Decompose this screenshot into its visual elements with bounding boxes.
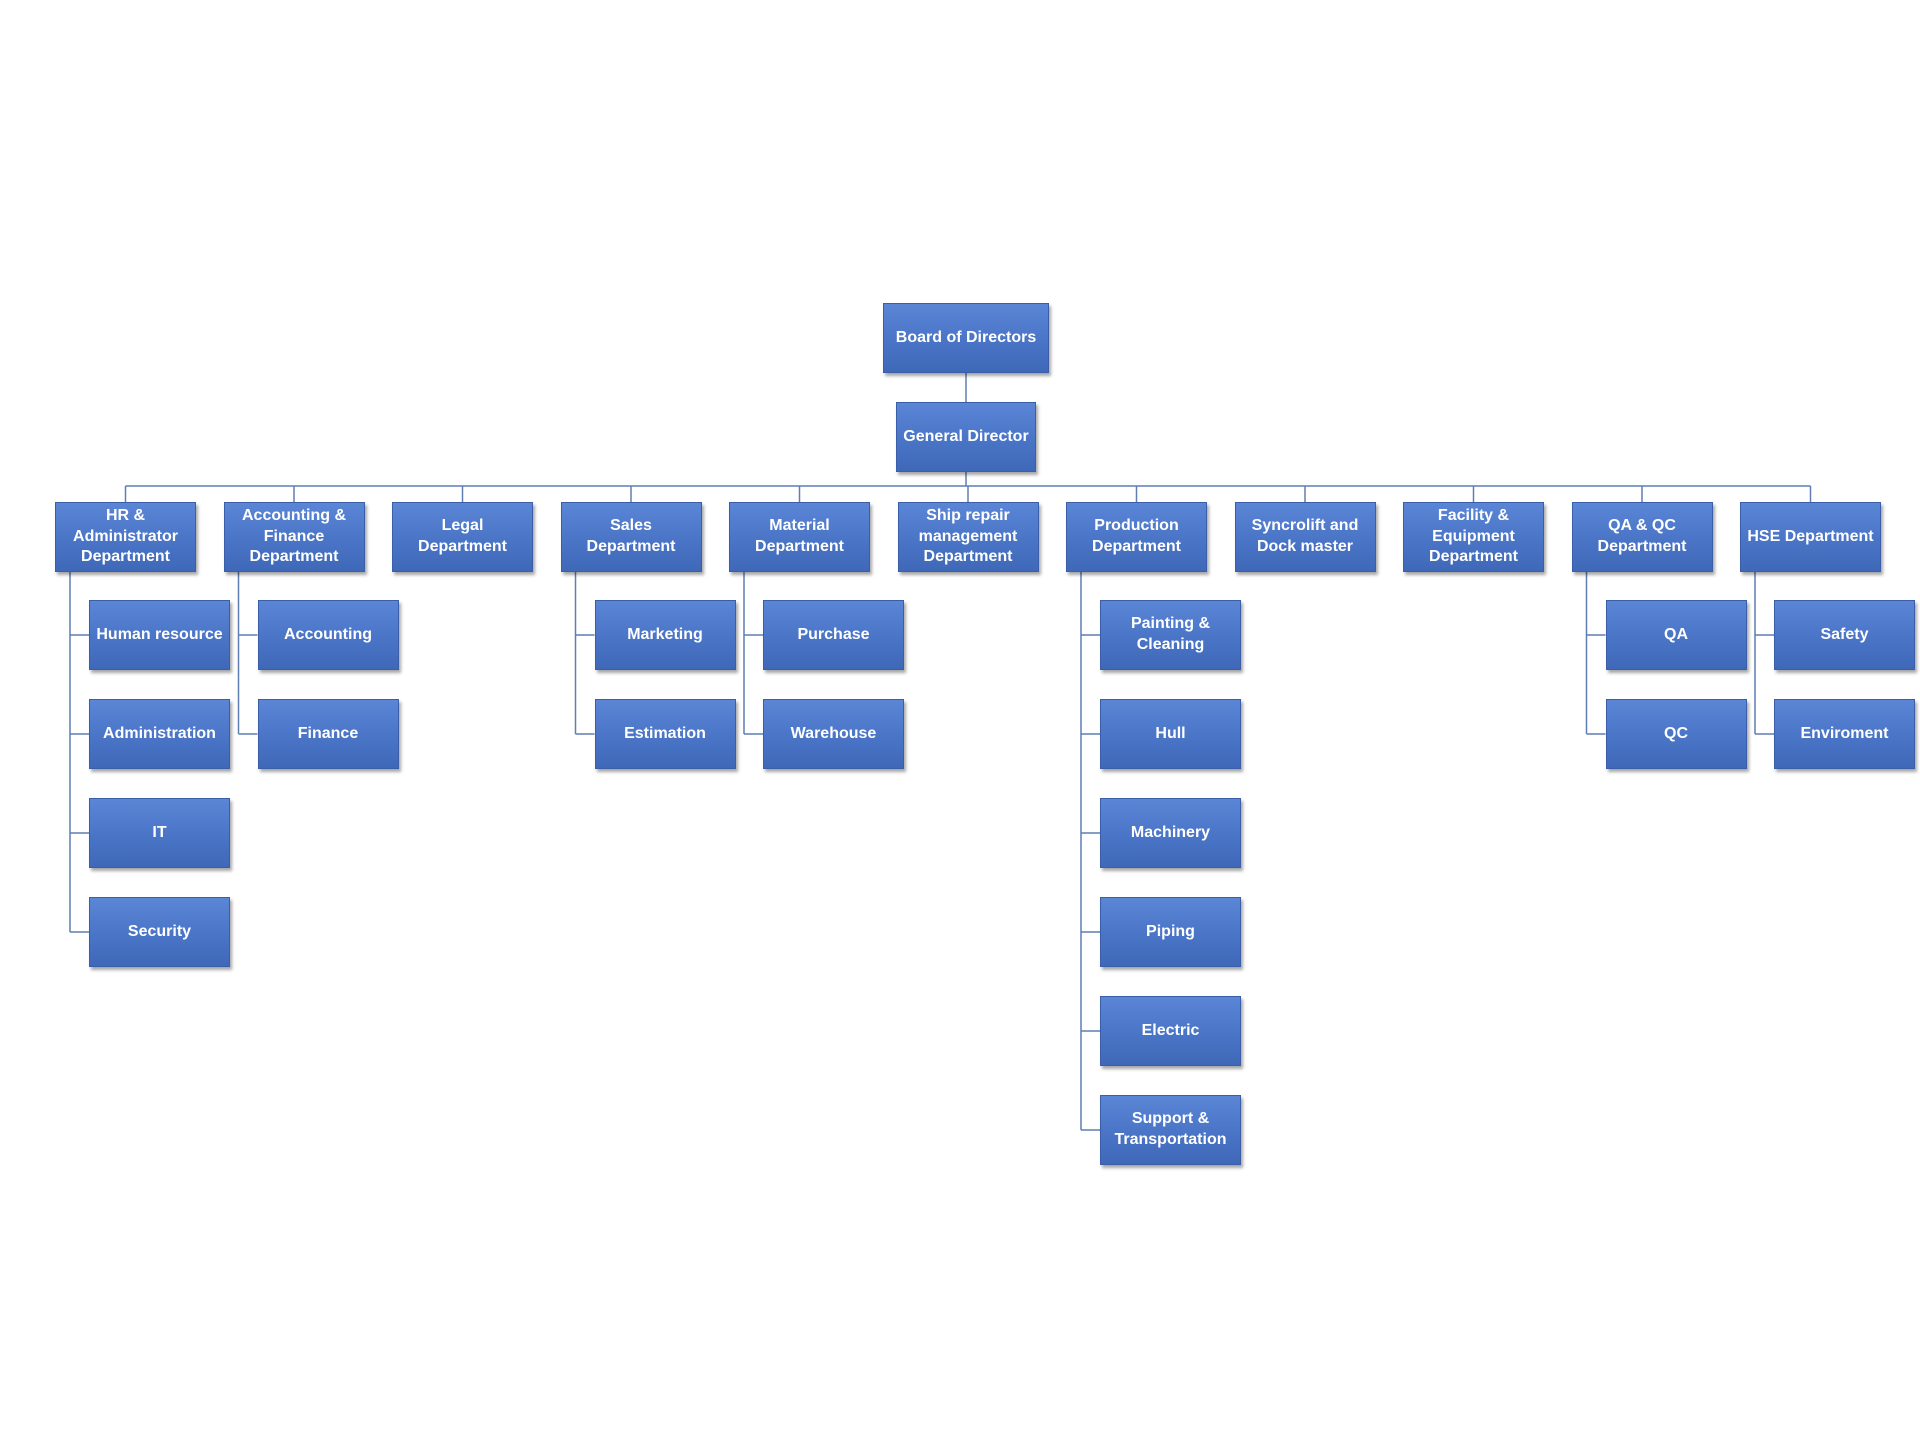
sub-enviroment-label: Enviroment	[1800, 724, 1889, 742]
dept-facility-and-equipment-department-label: Facility & Equipment Department	[1429, 506, 1518, 566]
sub-qa-box: QA	[1605, 600, 1747, 670]
dept-legal-department-box: Legal Department	[392, 502, 533, 572]
sub-electric-label: Electric	[1141, 1021, 1200, 1039]
sub-electric-box: Electric	[1100, 996, 1241, 1066]
dept-ship-repair-management-department-box: Ship repair management Department	[897, 502, 1039, 572]
dept-accounting-and-finance-department-label: Accounting & Finance Department	[242, 506, 346, 566]
sub-finance-box: Finance	[257, 699, 399, 769]
sub-machinery-label: Machinery	[1130, 823, 1211, 841]
dept-material-department-box: Material Department	[729, 502, 870, 572]
sub-machinery-box: Machinery	[1100, 798, 1241, 868]
sub-qa-label: QA	[1664, 625, 1688, 643]
dept-qa-and-qc-department-label: QA & QC Department	[1597, 517, 1687, 555]
dept-qa-and-qc-department-box: QA & QC Department	[1571, 502, 1713, 572]
dept-ship-repair-management-department-label: Ship repair management Department	[918, 506, 1018, 566]
sub-it-label: IT	[152, 823, 167, 841]
sub-marketing-box: Marketing	[594, 600, 736, 670]
board-of-directors-box: Board of Directors	[883, 303, 1049, 373]
sub-safety-box: Safety	[1774, 600, 1915, 670]
sub-marketing-label: Marketing	[627, 625, 703, 643]
board-of-directors-label: Board of Directors	[895, 328, 1037, 346]
dept-legal-department-label: Legal Department	[418, 517, 507, 555]
sub-estimation-label: Estimation	[624, 724, 706, 742]
dept-material-department-label: Material Department	[755, 517, 844, 555]
sub-purchase-box: Purchase	[763, 600, 904, 670]
sub-painting-and-cleaning-box: Painting & Cleaning	[1100, 600, 1241, 670]
sub-hull-label: Hull	[1155, 724, 1186, 742]
sub-security-box: Security	[89, 897, 230, 967]
sub-qc-box: QC	[1605, 699, 1747, 769]
sub-finance-label: Finance	[297, 724, 359, 742]
sub-support-and-transportation-label: Support & Transportation	[1114, 1110, 1227, 1148]
general-director-box: General Director	[896, 402, 1036, 472]
sub-safety-label: Safety	[1820, 625, 1869, 643]
dept-production-department-label: Production Department	[1092, 517, 1181, 555]
dept-syncrolift-and-dock-master-label: Syncrolift and Dock master	[1251, 517, 1359, 555]
sub-estimation-box: Estimation	[594, 699, 736, 769]
dept-hse-department-label: HSE Department	[1747, 527, 1874, 545]
sub-accounting-label: Accounting	[284, 625, 372, 643]
sub-accounting-box: Accounting	[257, 600, 399, 670]
sub-warehouse-box: Warehouse	[763, 699, 904, 769]
sub-hull-box: Hull	[1100, 699, 1241, 769]
sub-warehouse-label: Warehouse	[790, 724, 877, 742]
sub-piping-label: Piping	[1146, 922, 1195, 940]
dept-sales-department-label: Sales Department	[586, 517, 676, 555]
general-director-label: General Director	[903, 427, 1029, 445]
sub-purchase-label: Purchase	[797, 625, 870, 643]
dept-sales-department-box: Sales Department	[560, 502, 702, 572]
sub-administration-box: Administration	[89, 699, 230, 769]
sub-administration-label: Administration	[103, 724, 216, 742]
dept-hr-and-administrator-department-box: HR & Administrator Department	[55, 502, 196, 572]
sub-qc-label: QC	[1664, 724, 1688, 742]
sub-human-resource-box: Human resource	[89, 600, 230, 670]
sub-support-and-transportation-box: Support & Transportation	[1100, 1095, 1241, 1165]
dept-facility-and-equipment-department-box: Facility & Equipment Department	[1403, 502, 1544, 572]
dept-accounting-and-finance-department-box: Accounting & Finance Department	[223, 502, 365, 572]
dept-syncrolift-and-dock-master-box: Syncrolift and Dock master	[1234, 502, 1376, 572]
sub-painting-and-cleaning-label: Painting & Cleaning	[1130, 615, 1211, 653]
dept-production-department-box: Production Department	[1066, 502, 1207, 572]
sub-security-label: Security	[127, 922, 192, 940]
sub-human-resource-label: Human resource	[96, 625, 223, 643]
dept-hr-and-administrator-department-label: HR & Administrator Department	[73, 506, 178, 566]
sub-enviroment-box: Enviroment	[1774, 699, 1915, 769]
sub-it-box: IT	[89, 798, 230, 868]
sub-piping-box: Piping	[1100, 897, 1241, 967]
dept-hse-department-box: HSE Department	[1740, 502, 1881, 572]
